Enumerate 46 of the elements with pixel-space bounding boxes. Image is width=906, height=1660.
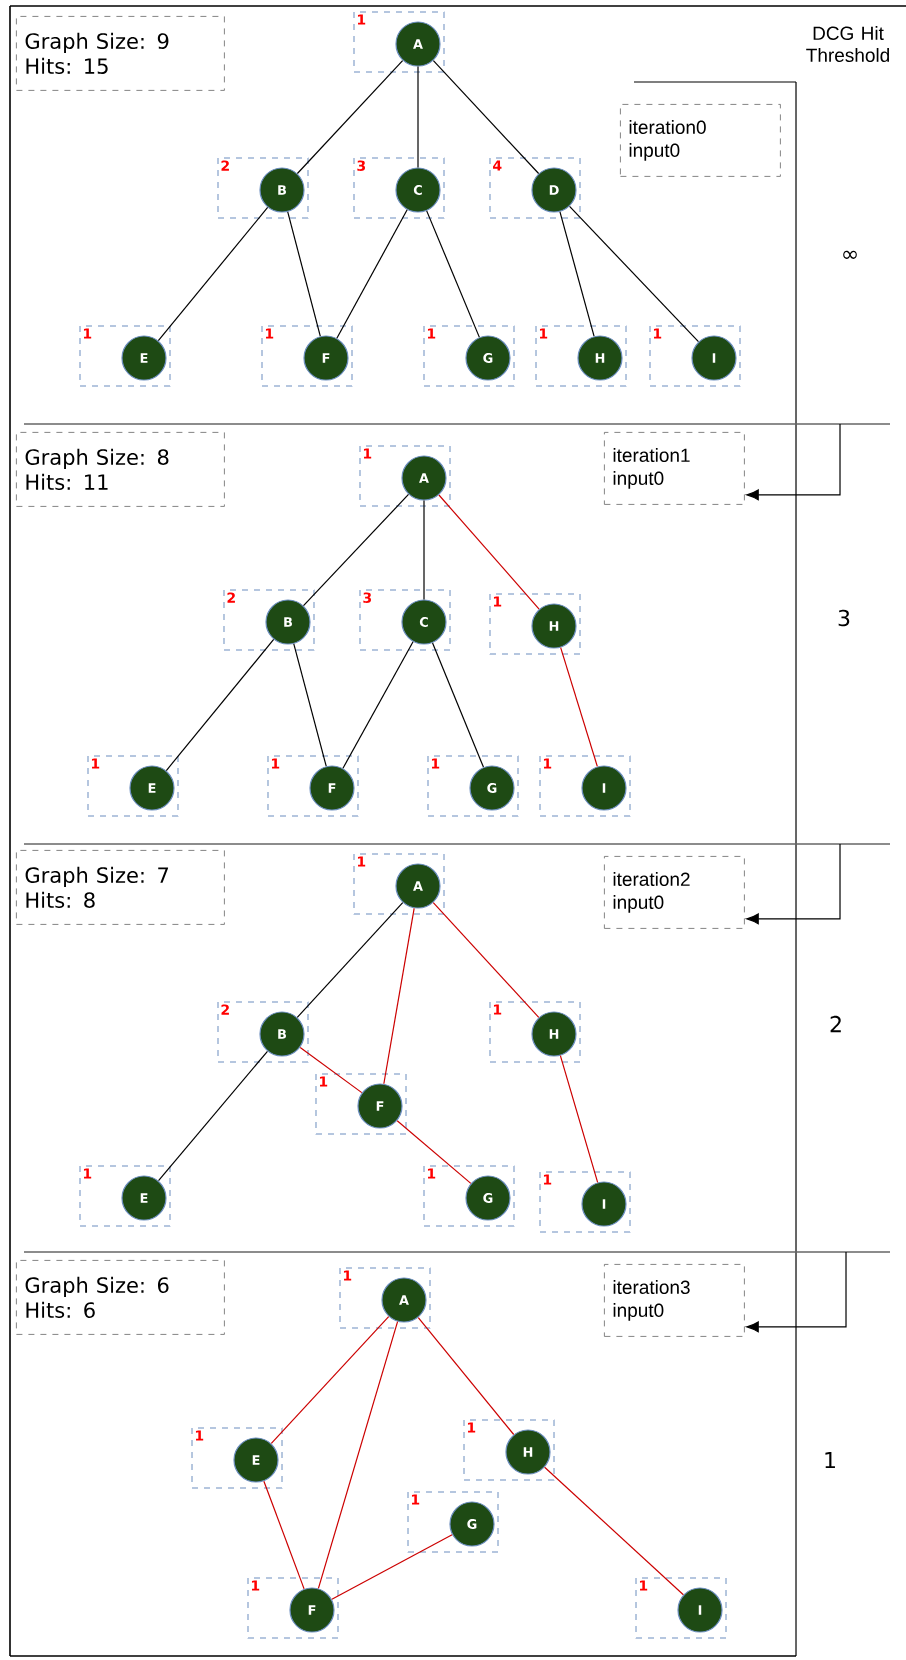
edge (544, 1466, 684, 1596)
edge (296, 59, 404, 175)
arrow (746, 843, 841, 925)
edge (270, 1316, 390, 1445)
edge (417, 66, 419, 168)
column-heading: DCG Hit Threshold (806, 26, 889, 62)
stats-box: Graph Size: 6 Hits: 6 (16, 1260, 225, 1335)
edge (157, 1050, 269, 1182)
stats-box: Graph Size: 7 Hits: 8 (16, 850, 225, 925)
edge (317, 1321, 399, 1589)
edge (423, 500, 425, 600)
edge (331, 1534, 453, 1600)
edge (157, 206, 269, 342)
edge (432, 902, 540, 1018)
threshold-value: 3 (838, 609, 850, 627)
edge (302, 493, 410, 607)
edge (560, 647, 598, 767)
edge (165, 638, 275, 772)
iteration-box: iteration2 input0 (604, 856, 745, 929)
edge (263, 1480, 305, 1590)
edge (431, 642, 485, 768)
stats-box: Graph Size: 9 Hits: 15 (16, 16, 225, 91)
iteration-box: iteration1 input0 (604, 432, 745, 505)
arrow (746, 1251, 847, 1333)
stats-box: Graph Size: 8 Hits: 11 (16, 432, 225, 507)
edge (342, 641, 414, 769)
threshold-value: 1 (825, 1452, 835, 1469)
edge (426, 210, 480, 338)
edge (383, 907, 415, 1085)
edge (336, 209, 408, 339)
iteration-box: iteration0 input0 (620, 104, 781, 177)
edge (432, 59, 540, 175)
edge (287, 211, 321, 337)
edge (559, 1055, 599, 1183)
edge (293, 643, 327, 767)
threshold-value: ∞ (843, 250, 857, 259)
edge (438, 494, 540, 610)
edge (299, 1046, 363, 1094)
edge (569, 205, 699, 343)
threshold-value: 2 (830, 1015, 841, 1033)
edge (396, 1120, 472, 1184)
arrow (746, 423, 841, 501)
edge (417, 1316, 515, 1436)
iteration-box: iteration3 input0 (604, 1264, 745, 1337)
edge (559, 211, 595, 337)
edge (296, 902, 404, 1018)
